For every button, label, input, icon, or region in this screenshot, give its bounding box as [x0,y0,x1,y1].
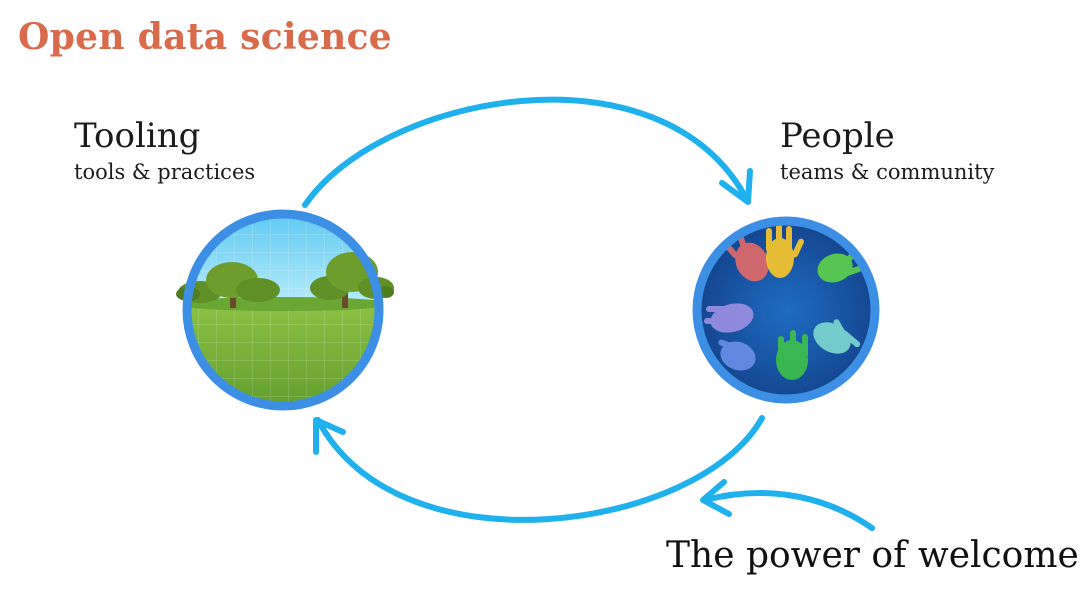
curved-arrow-icon [700,479,732,517]
page-title: Open data science [18,16,392,58]
hand-icon [704,303,754,333]
tooling-subheading: tools & practices [74,160,256,184]
landscape-with-trees-illustration [176,209,394,411]
hand-icon [766,225,804,278]
hand-icon [776,330,808,380]
tooling-label: Tooling tools & practices [74,116,255,186]
cycle-arrow-top [302,96,753,208]
hand-icon [813,319,861,354]
hand-icon [718,339,756,371]
people-heading: People [780,116,895,156]
welcome-arrow [700,479,875,531]
cycle-arrow-bottom [313,415,765,523]
tooling-heading: Tooling [74,116,201,156]
curved-arrow-icon [719,168,753,205]
people-subheading: teams & community [780,160,995,184]
people-label: People teams & community [780,116,994,186]
welcome-callout: The power of welcome [666,535,1079,576]
curved-arrow-icon [313,417,346,455]
colorful-hands-illustration [692,216,880,404]
